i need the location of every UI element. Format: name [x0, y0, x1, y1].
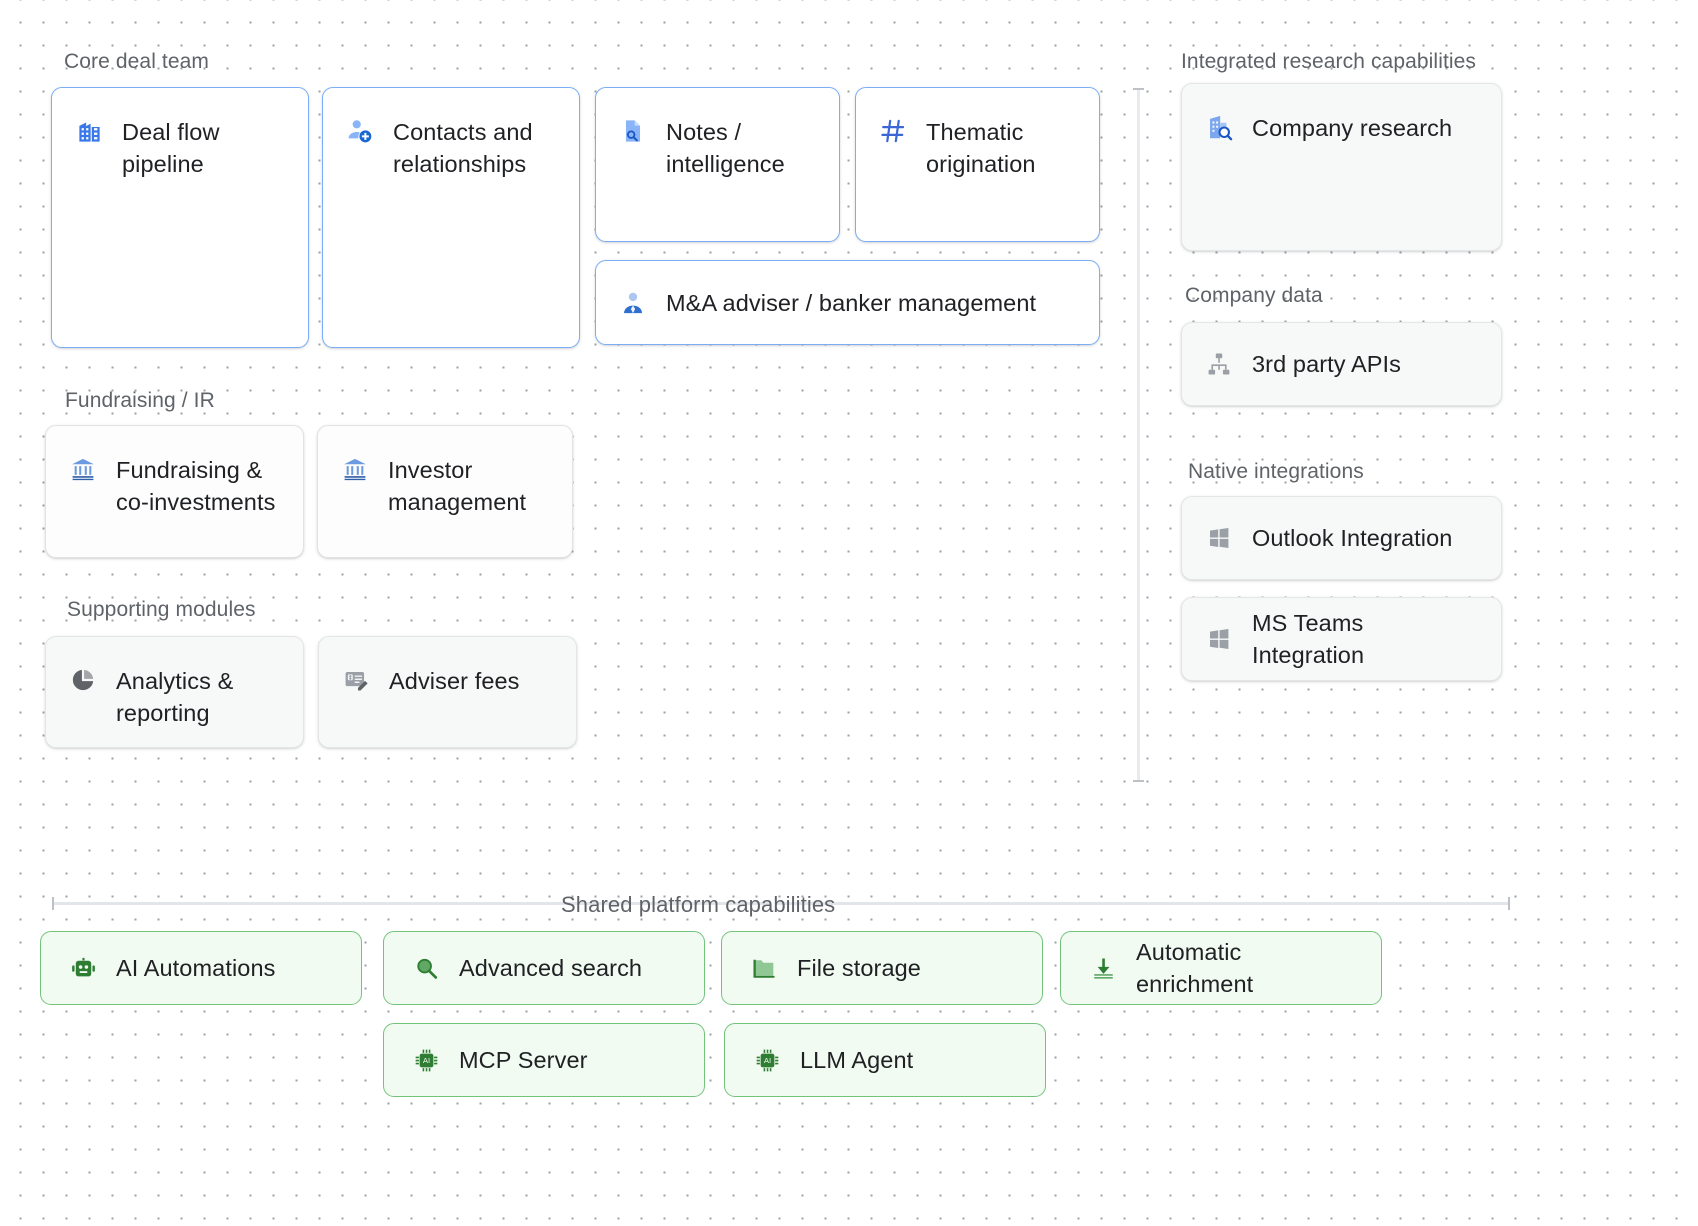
vertical-divider: [1133, 88, 1144, 782]
card-contacts-and-relationships[interactable]: Contacts and relationships: [322, 87, 580, 348]
person-tie-icon: [618, 288, 648, 318]
section-label-integrated-research: Integrated research capabilities: [1181, 50, 1477, 73]
card-label: LLM Agent: [800, 1047, 914, 1073]
section-label-shared-platform: Shared platform capabilities: [561, 892, 836, 917]
card-investor-management[interactable]: Investor management: [317, 425, 573, 558]
download-tray-icon: [1088, 953, 1118, 983]
card-label: Advanced search: [459, 955, 643, 981]
card-adviser-fees[interactable]: Adviser fees: [318, 636, 577, 748]
card-label: Fundraising & co-investments: [116, 457, 276, 515]
pie-chart-icon: [68, 665, 98, 695]
svg-text:AI: AI: [422, 1056, 429, 1065]
card-ma-adviser-banker-management[interactable]: M&A adviser / banker management: [595, 260, 1100, 345]
card-label: Investor management: [388, 457, 527, 515]
card-advanced-search[interactable]: Advanced search: [383, 931, 705, 1005]
person-add-icon: [345, 116, 375, 146]
robot-icon: [68, 953, 98, 983]
divider-notch: [770, 901, 775, 906]
section-label-company-data: Company data: [1185, 284, 1323, 307]
card-automatic-enrichment[interactable]: Automatic enrichment: [1060, 931, 1382, 1005]
card-label: Automatic enrichment: [1136, 939, 1254, 997]
building-search-icon: [1204, 112, 1234, 142]
card-label: M&A adviser / banker management: [666, 289, 1037, 316]
card-outlook-integration[interactable]: Outlook Integration: [1181, 496, 1502, 580]
card-label: Adviser fees: [389, 668, 520, 694]
bank-icon: [68, 454, 98, 484]
card-label: Analytics & reporting: [116, 668, 234, 726]
card-label: AI Automations: [116, 955, 276, 981]
card-label: 3rd party APIs: [1252, 351, 1401, 377]
horizontal-divider: [52, 897, 1510, 910]
card-label: MS Teams Integration: [1252, 610, 1365, 668]
card-label: MCP Server: [459, 1047, 588, 1073]
windows-icon: [1204, 624, 1234, 654]
card-llm-agent[interactable]: AI LLM Agent: [724, 1023, 1046, 1097]
windows-icon: [1204, 523, 1234, 553]
card-file-storage[interactable]: File storage: [721, 931, 1043, 1005]
receipt-edit-icon: [341, 665, 371, 695]
card-thematic-origination[interactable]: Thematic origination: [855, 87, 1100, 242]
section-label-core-deal-team: Core deal team: [64, 50, 209, 73]
ai-chip-icon: AI: [752, 1045, 782, 1075]
card-label: Contacts and relationships: [393, 119, 533, 177]
section-label-supporting-modules: Supporting modules: [67, 598, 256, 621]
magnifier-icon: [411, 953, 441, 983]
document-search-icon: [618, 116, 648, 146]
card-company-research[interactable]: Company research: [1181, 83, 1502, 251]
ai-chip-icon: AI: [411, 1045, 441, 1075]
section-label-fundraising-ir: Fundraising / IR: [65, 389, 215, 412]
folder-icon: [749, 953, 779, 983]
card-label: Notes / intelligence: [666, 119, 785, 177]
card-mcp-server[interactable]: AI MCP Server: [383, 1023, 705, 1097]
card-label: File storage: [797, 955, 921, 981]
bank-icon: [340, 454, 370, 484]
card-3rd-party-apis[interactable]: 3rd party APIs: [1181, 322, 1502, 406]
card-ms-teams-integration[interactable]: MS Teams Integration: [1181, 597, 1502, 681]
domain-building-icon: [74, 116, 104, 146]
card-notes-intelligence[interactable]: Notes / intelligence: [595, 87, 840, 242]
svg-text:AI: AI: [763, 1056, 770, 1065]
section-label-native-integrations: Native integrations: [1188, 460, 1364, 483]
card-fundraising-co-investments[interactable]: Fundraising & co-investments: [45, 425, 304, 558]
card-label: Deal flow pipeline: [122, 119, 220, 177]
card-ai-automations[interactable]: AI Automations: [40, 931, 362, 1005]
hierarchy-icon: [1204, 349, 1234, 379]
card-label: Thematic origination: [926, 119, 1036, 177]
card-deal-flow-pipeline[interactable]: Deal flow pipeline: [51, 87, 309, 348]
card-analytics-reporting[interactable]: Analytics & reporting: [45, 636, 304, 748]
card-label: Company research: [1252, 115, 1453, 141]
card-label: Outlook Integration: [1252, 525, 1453, 551]
hash-icon: [878, 116, 908, 146]
